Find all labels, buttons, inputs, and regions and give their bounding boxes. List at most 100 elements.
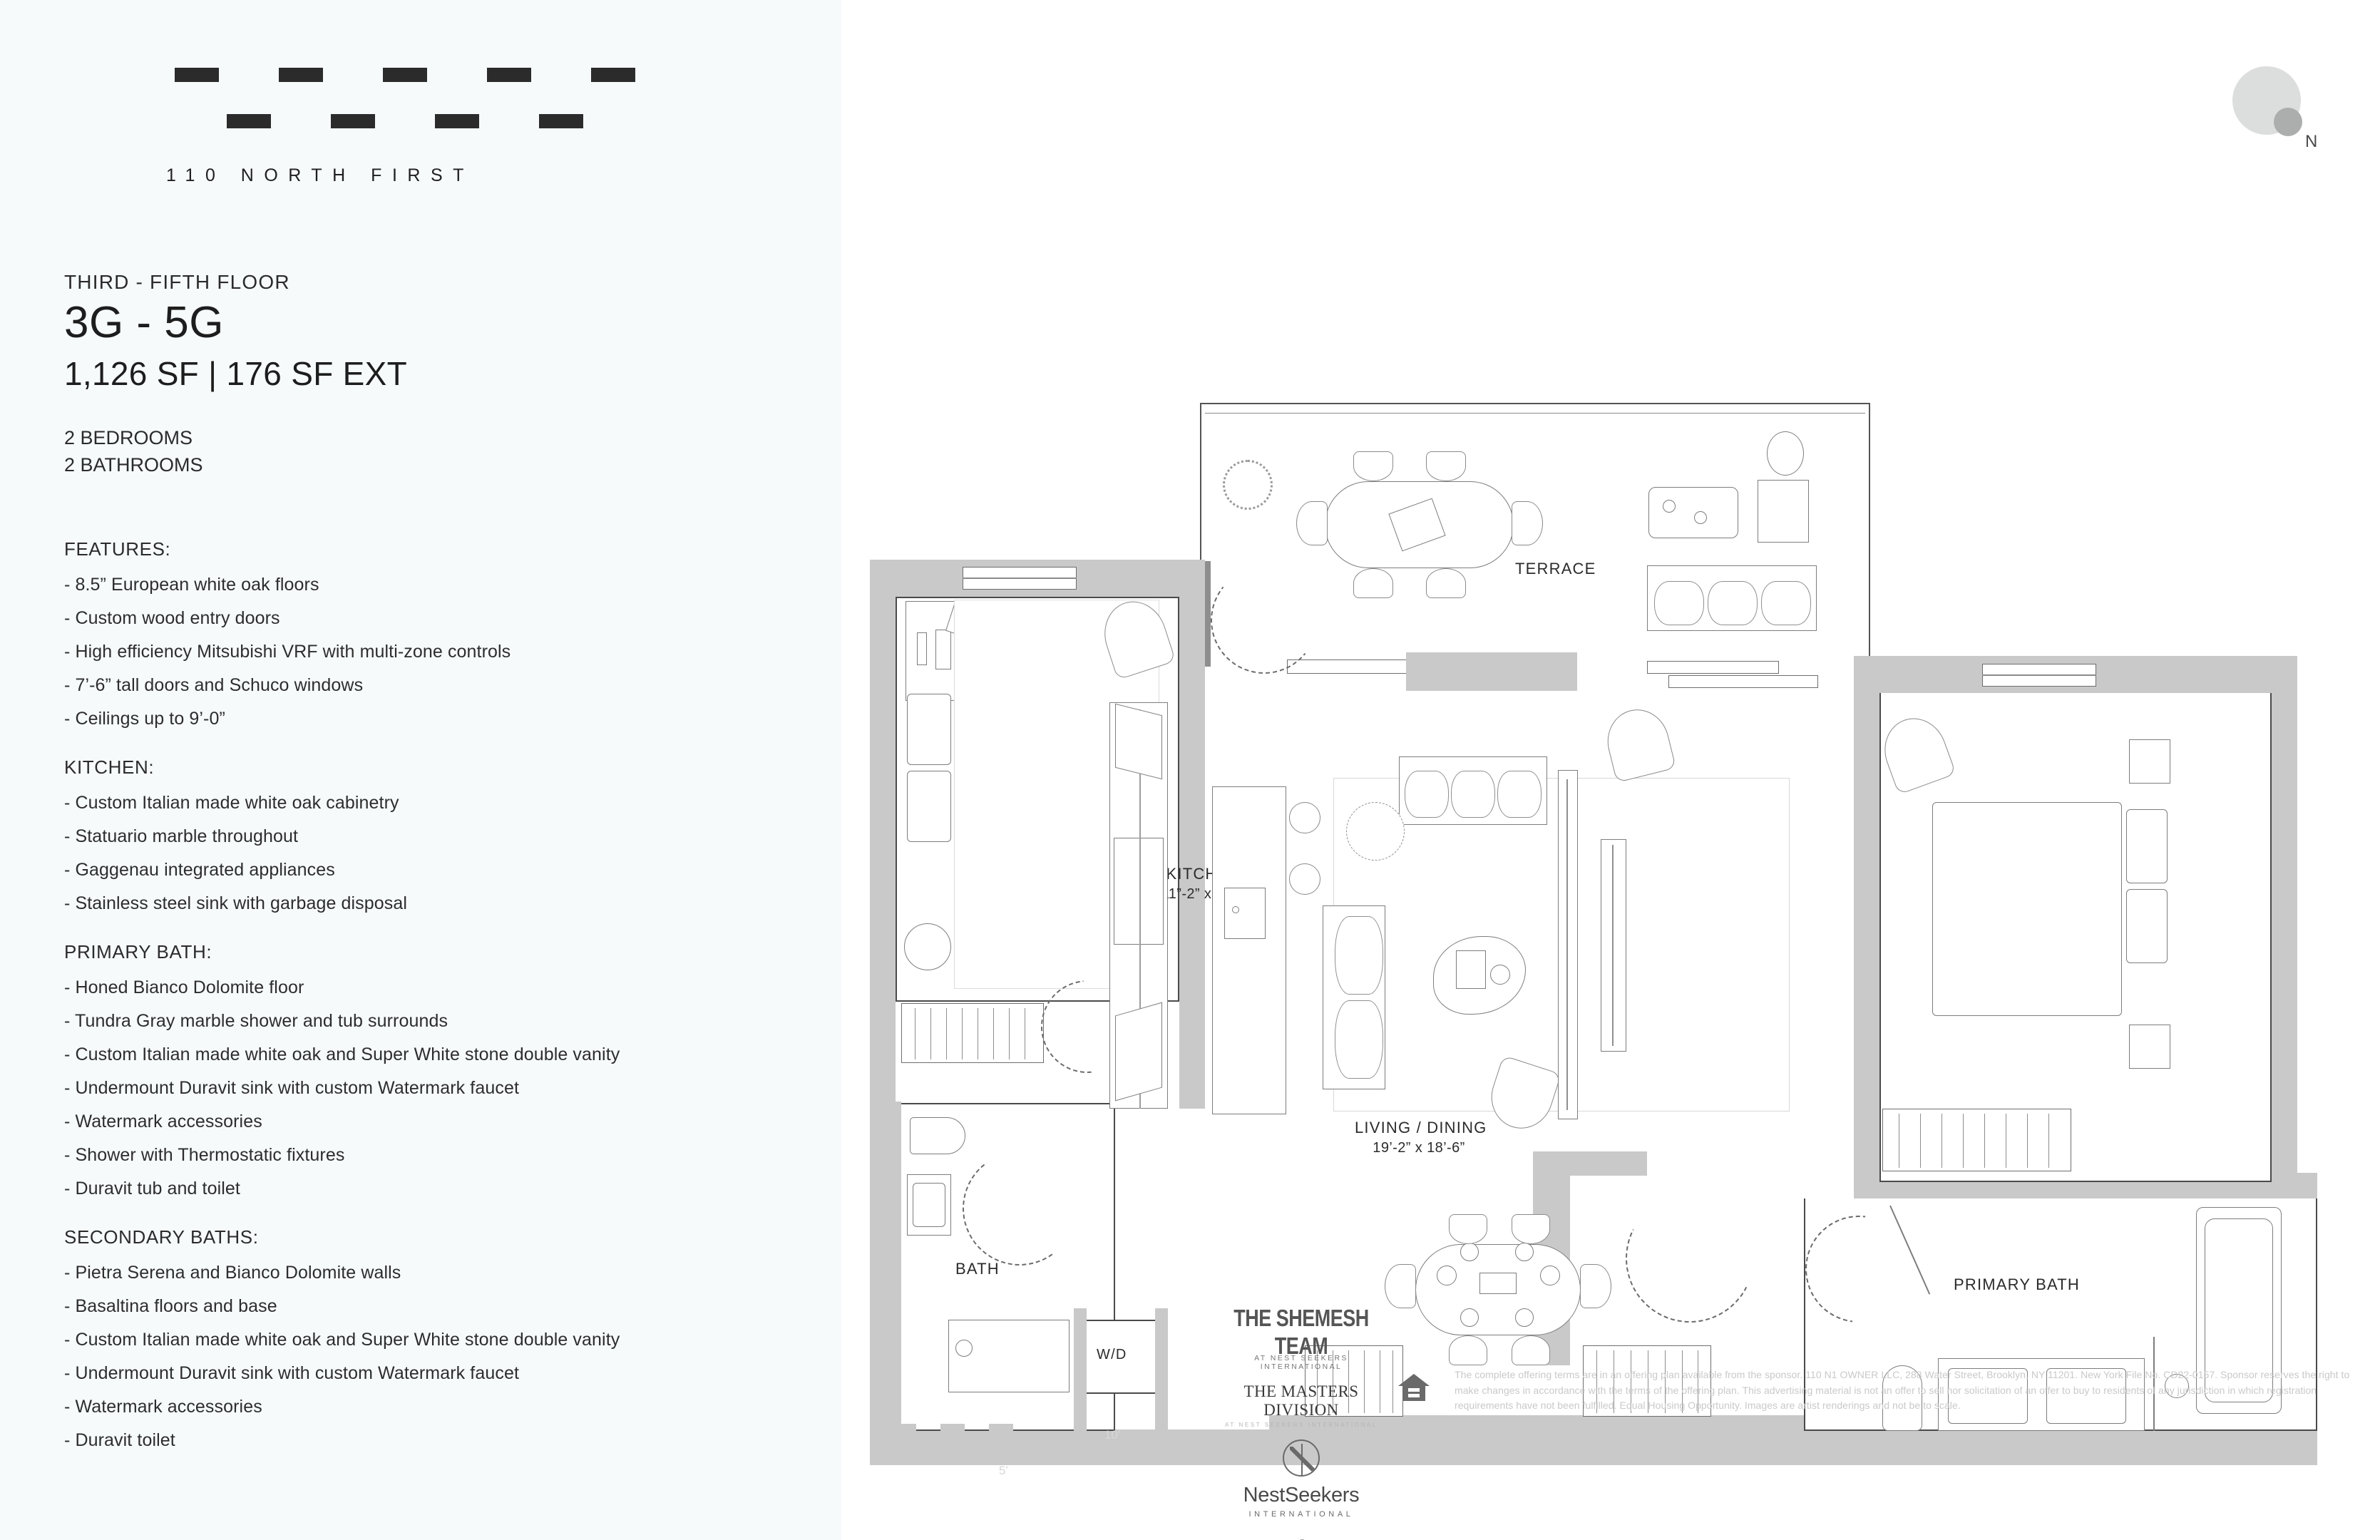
logo-wordmark: 110 NORTH FIRST xyxy=(166,165,474,185)
spec-heading: SECONDARY BATHS: xyxy=(64,1226,259,1248)
spec-item: - Shower with Thermostatic fixtures xyxy=(64,1145,345,1165)
dining-chair xyxy=(1449,1335,1487,1365)
unit-name: 3G - 5G xyxy=(64,298,225,347)
bath-toilet xyxy=(910,1117,965,1154)
kitchen-counter-divider xyxy=(1139,709,1141,1109)
terrace-coffee-table-item xyxy=(1663,500,1676,513)
north-compass-icon: N xyxy=(2212,61,2341,160)
room-dimensions: 19’-2” x 18’-6” xyxy=(1373,1139,1465,1156)
spec-item: - Basaltina floors and base xyxy=(64,1296,277,1316)
scale-bar: 5' 10' xyxy=(881,1422,1137,1477)
spec-heading: PRIMARY BATH: xyxy=(64,941,212,962)
window-mullion xyxy=(963,578,1077,579)
kitchen-island-sink xyxy=(1224,888,1266,939)
nest-seekers-logo: NestSeekers xyxy=(1243,1484,1360,1506)
primary-bed-pillow xyxy=(2126,889,2168,963)
legal-disclaimer: The complete offering terms are in an of… xyxy=(1455,1369,2350,1412)
terrace-coffee-table xyxy=(1648,487,1738,538)
living-sofa-cushion xyxy=(1451,771,1495,818)
spec-list: FEATURES: - 8.5” European white oak floo… xyxy=(64,538,784,1478)
spec-item: - Stainless steel sink with garbage disp… xyxy=(64,893,408,913)
shemesh-team-subtitle: AT NEST SEEKERS INTERNATIONAL xyxy=(1254,1354,1348,1371)
wall-bath-left-outer xyxy=(870,1102,901,1465)
bed-nightstand-lamp xyxy=(904,923,951,970)
wall-primary-bath-bottom xyxy=(1804,1429,2317,1465)
primary-bath-tub-inner xyxy=(2205,1218,2273,1402)
bedroom-count: 2 BEDROOMS xyxy=(64,427,193,449)
room-label-primary-bath: PRIMARY BATH xyxy=(1954,1273,2079,1296)
wall-entry-return xyxy=(1533,1151,1647,1176)
room-label-terrace: TERRACE xyxy=(1515,560,1596,578)
primary-closet xyxy=(1882,1109,2071,1171)
spec-item: - Custom Italian made white oak cabinetr… xyxy=(64,793,399,813)
living-coffee-table-book xyxy=(1456,950,1486,989)
primary-bath-sink xyxy=(2046,1368,2126,1424)
living-sofa-cushion xyxy=(1497,771,1542,818)
bed-pillow xyxy=(907,771,951,842)
spec-item: - Ceilings up to 9’-0” xyxy=(64,709,225,729)
shower-glass-partition xyxy=(2153,1337,2155,1431)
dining-place-setting xyxy=(1540,1266,1560,1285)
bath-tub xyxy=(948,1320,1070,1392)
wall-primary-left xyxy=(1854,656,1879,1184)
wall-wd-right xyxy=(1155,1308,1168,1431)
spec-item: - Pietra Serena and Bianco Dolomite wall… xyxy=(64,1263,401,1283)
compass-inner-circle xyxy=(2274,108,2302,136)
spec-item: - Tundra Gray marble shower and tub surr… xyxy=(64,1011,448,1031)
spec-item: - Custom wood entry doors xyxy=(64,608,280,628)
kitchen-appliance xyxy=(1114,838,1164,945)
room-name: BATH xyxy=(955,1260,1000,1278)
spec-item: - Custom Italian made white oak and Supe… xyxy=(64,1044,620,1064)
kitchen-cabinet-angled xyxy=(1115,703,1162,780)
terrace-chair xyxy=(1426,568,1466,598)
terrace-sofa-cushion xyxy=(1761,581,1811,625)
room-label-bath: BATH xyxy=(955,1258,1000,1280)
room-counts: 2 BEDROOMS 2 BATHROOMS xyxy=(64,424,777,479)
nest-seekers-mark-icon xyxy=(1283,1439,1320,1477)
terrace-planter xyxy=(1767,431,1804,476)
spec-section-features: FEATURES: - 8.5” European white oak floo… xyxy=(64,538,784,728)
shelf-line xyxy=(1612,845,1614,1046)
terrace-coffee-table-item xyxy=(1694,511,1707,524)
spec-item: - Gaggenau integrated appliances xyxy=(64,860,335,880)
spec-item: - Duravit toilet xyxy=(64,1430,175,1450)
kitchen-cabinet-angled xyxy=(1115,1002,1162,1102)
terrace-chair xyxy=(1353,568,1393,598)
unit-size: 1,126 SF | 176 SF EXT xyxy=(64,355,408,393)
primary-bed-pillow xyxy=(2126,809,2168,883)
compass-north-label: N xyxy=(2305,132,2318,151)
living-shelving xyxy=(1601,839,1626,1052)
terrace-chair xyxy=(1512,501,1543,545)
primary-bath-sink xyxy=(1948,1368,2028,1424)
wall-corridor-bottom xyxy=(1269,1415,1811,1465)
bed-closet xyxy=(901,1003,1044,1063)
spec-item: - 8.5” European white oak floors xyxy=(64,575,319,595)
primary-bed-mattress xyxy=(1932,802,2122,1016)
dining-chair xyxy=(1512,1335,1550,1365)
wall-primary-right xyxy=(2272,656,2297,1198)
room-name: PRIMARY BATH xyxy=(1954,1275,2080,1293)
terrace-chair xyxy=(1426,451,1466,481)
bed-desk-monitor xyxy=(917,632,927,665)
scale-end-label: 10' xyxy=(1104,1428,1121,1442)
primary-nightstand xyxy=(2129,1025,2170,1069)
living-media-console xyxy=(1558,770,1578,1119)
terrace-inner-edge xyxy=(1205,413,1865,414)
living-coffee-table-bowl xyxy=(1490,965,1510,985)
living-plant xyxy=(1346,802,1405,861)
terrace-chair xyxy=(1296,501,1328,545)
bed-pillow xyxy=(907,694,951,765)
spec-item: - Honed Bianco Dolomite floor xyxy=(64,977,304,997)
window-mullion xyxy=(1982,674,2096,676)
room-label-wd: W/D xyxy=(1097,1345,1127,1365)
spec-section-kitchen: KITCHEN: - Custom Italian made white oak… xyxy=(64,756,784,913)
wall-wd-left xyxy=(1074,1308,1087,1431)
footer-brand-logos: THE SHEMESH TEAM AT NEST SEEKERS INTERNA… xyxy=(1212,1305,1390,1540)
kitchen-island xyxy=(1212,786,1286,1114)
spec-section-primary-bath: PRIMARY BATH: - Honed Bianco Dolomite fl… xyxy=(64,941,784,1198)
dining-chair xyxy=(1512,1214,1550,1244)
spec-item: - Watermark accessories xyxy=(64,1112,262,1131)
floor-label: THIRD - FIFTH FLOOR xyxy=(64,271,290,293)
entry-closet-right xyxy=(1583,1345,1711,1417)
